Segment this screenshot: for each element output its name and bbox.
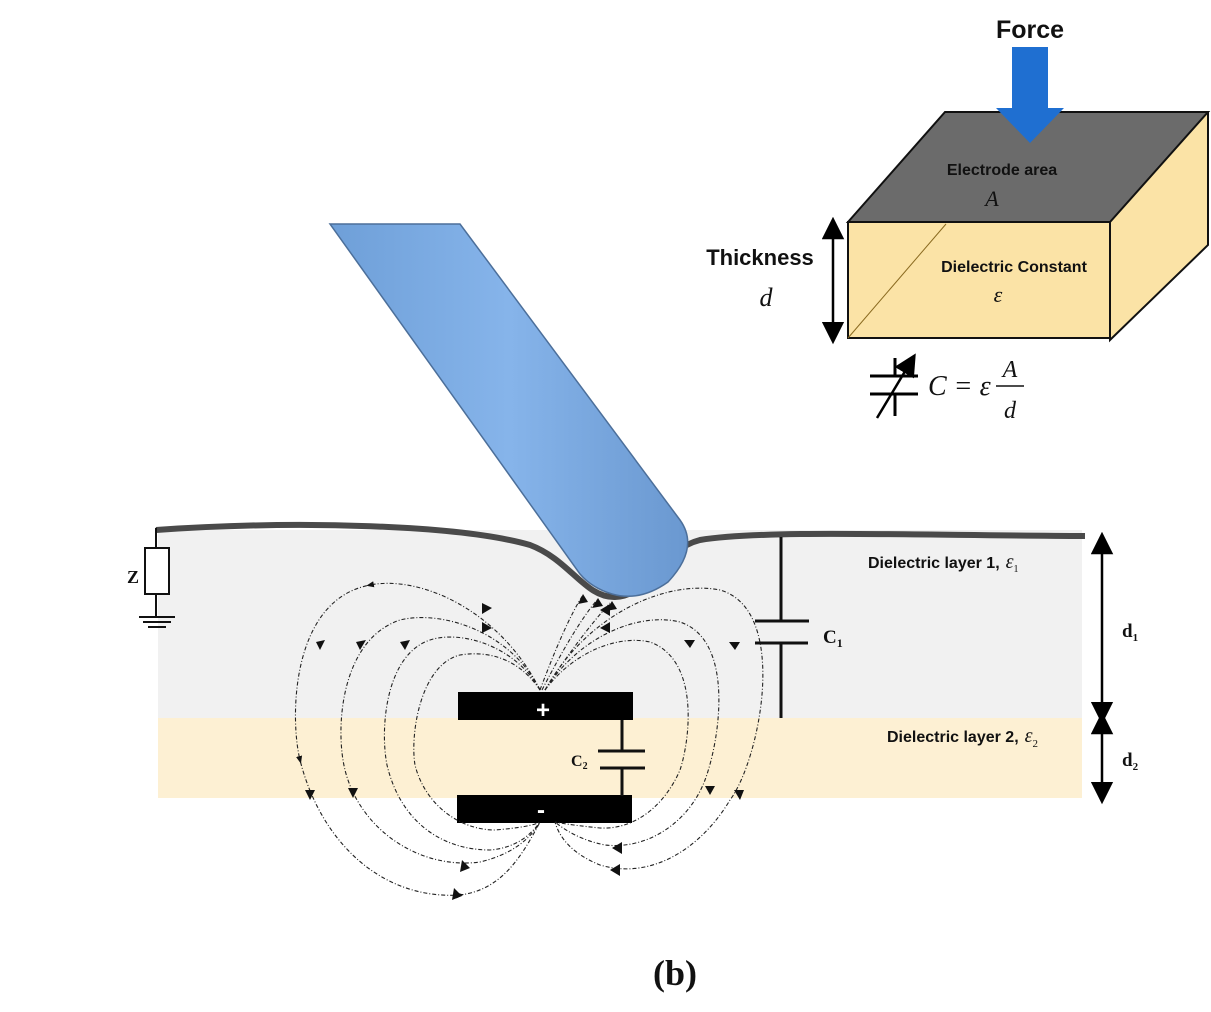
impedance-label: Z [127,567,139,587]
panel-label: (b) [653,953,697,993]
capacitor-c1-icon [755,537,809,718]
field-arrows [305,594,744,900]
impedance-to-ground [139,528,175,628]
force-arrow-icon [996,47,1064,143]
negative-sign: - [537,797,545,824]
dielectric-label: Dielectric Constant [941,259,1087,276]
flexible-membrane [155,522,1086,601]
c2-label: C2 [571,753,588,772]
sensor-cross-section: Z C1 + - C2 [127,223,1139,900]
dielectric-front-face [847,221,1111,339]
hidden-edge [847,223,947,339]
electric-field-lines [294,581,764,899]
negative-electrode [457,795,632,823]
formula-denominator: d [1004,398,1017,424]
thickness-symbol: d [760,283,774,312]
d1-label: d1 [1122,621,1138,644]
d2-label: d2 [1122,750,1139,773]
electrode-symbol: A [983,186,999,211]
capacitor-c2-icon [598,720,645,796]
c1-label: C1 [823,627,843,650]
electrode-label: Electrode area [947,162,1057,179]
capacitor-inset: Force Electrode area A Dielectric Consta… [706,16,1211,424]
thickness-label: Thickness [706,245,814,270]
formula-numerator: A [1001,357,1018,383]
formula-lhs: C = ε [928,371,991,402]
positive-sign: + [536,697,550,724]
force-label: Force [996,16,1064,44]
probe-stylus [328,223,689,597]
positive-electrode [458,692,633,720]
variable-capacitor-icon [870,353,918,419]
layer2-label: Dielectric layer 2,ε2 [887,725,1038,750]
dielectric-symbol: ε [994,282,1003,307]
layer1-label: Dielectric layer 1,ε1 [868,551,1019,575]
